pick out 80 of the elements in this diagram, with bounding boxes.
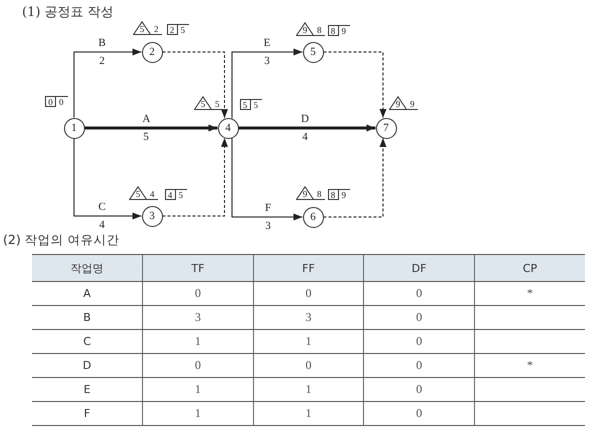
event-circle: 5 xyxy=(302,42,324,62)
overlined-number: 9 xyxy=(338,25,350,36)
table-cell: 0 xyxy=(364,378,474,402)
dashed-arrow xyxy=(162,137,228,216)
event-circle: 7 xyxy=(376,118,396,138)
section-heading: (1) 공정표 작성 xyxy=(22,4,114,21)
overlined-number: 0 xyxy=(56,96,68,107)
activity-label: E 3 xyxy=(264,36,270,69)
table-cell: 0 xyxy=(253,282,364,306)
arrow xyxy=(232,48,303,119)
underlined-number: 8 xyxy=(314,186,324,200)
table-cell: 1 xyxy=(142,378,254,402)
table-cell: 1 xyxy=(253,330,364,354)
table-cell: 1 xyxy=(142,402,254,426)
arrow xyxy=(74,48,142,118)
table-cell: 0 xyxy=(364,354,474,378)
table-cell: 1 xyxy=(253,402,364,426)
activity-label: F 3 xyxy=(264,201,272,234)
event-circle: 6 xyxy=(302,206,324,228)
dashed-arrow xyxy=(323,138,386,218)
overlined-number: 5 xyxy=(178,24,189,35)
boxed-number: 5 xyxy=(240,99,250,110)
boxed-number: 0 xyxy=(45,96,56,107)
table-cell: D xyxy=(32,354,143,378)
table-cell: 0 xyxy=(364,330,474,354)
activity-label: D 4 xyxy=(301,112,309,145)
bold-arrow xyxy=(84,124,218,132)
dashed-arrow xyxy=(323,52,386,118)
underlined-number: 4 xyxy=(147,186,158,200)
table-cell: 0 xyxy=(142,354,254,378)
table-cell: 0 xyxy=(364,402,474,426)
triangle-number: 5 xyxy=(133,21,151,35)
table-cell: * xyxy=(474,282,585,306)
column-header: TF xyxy=(142,254,254,282)
overlined-number: 9 xyxy=(338,189,350,200)
event-circle: 1 xyxy=(64,118,84,138)
table-cell: B xyxy=(32,306,143,330)
event-circle: 3 xyxy=(142,206,162,226)
dashed-arrow xyxy=(162,52,228,119)
activity-label: B 2 xyxy=(98,36,106,69)
triangle-number: 9 xyxy=(389,96,407,110)
triangle-number: 5 xyxy=(129,186,147,200)
column-header: FF xyxy=(253,254,364,282)
event-circle: 2 xyxy=(142,42,162,62)
table-cell: 1 xyxy=(253,378,364,402)
section-heading: (2) 작업의 여유시간 xyxy=(3,232,120,249)
bold-arrow xyxy=(238,124,376,132)
underlined-number: 8 xyxy=(314,22,324,36)
overlined-number: 5 xyxy=(250,99,262,110)
boxed-number: 2 xyxy=(166,24,178,35)
column-header: DF xyxy=(364,254,474,282)
triangle-number: 5 xyxy=(194,96,212,110)
table-cell: F xyxy=(32,402,143,426)
boxed-number: 8 xyxy=(328,189,338,200)
table-cell: 0 xyxy=(253,354,364,378)
column-header: CP xyxy=(474,254,585,282)
table-cell: 3 xyxy=(142,306,254,330)
table-cell: 1 xyxy=(142,330,254,354)
table-cell: A xyxy=(32,282,143,306)
table-cell: 0 xyxy=(364,282,474,306)
underlined-number: 9 xyxy=(407,96,418,110)
table-cell: 3 xyxy=(253,306,364,330)
event-circle: 4 xyxy=(218,118,238,138)
table-cell: 0 xyxy=(364,306,474,330)
boxed-number: 4 xyxy=(164,189,176,200)
table-cell: C xyxy=(32,330,143,354)
underlined-number: 2 xyxy=(151,21,162,35)
table-cell: E xyxy=(32,378,143,402)
arrow xyxy=(232,137,303,220)
underlined-number: 5 xyxy=(212,96,222,110)
table-cell: 0 xyxy=(142,282,254,306)
arrow xyxy=(74,138,142,220)
column-header: 작업명 xyxy=(32,254,143,282)
triangle-number: 9 xyxy=(296,22,314,36)
activity-label: A 5 xyxy=(142,112,150,145)
table-cell: * xyxy=(474,354,585,378)
boxed-number: 8 xyxy=(328,25,338,36)
triangle-number: 9 xyxy=(296,186,314,200)
overlined-number: 5 xyxy=(176,189,187,200)
activity-label: C 4 xyxy=(98,200,106,233)
